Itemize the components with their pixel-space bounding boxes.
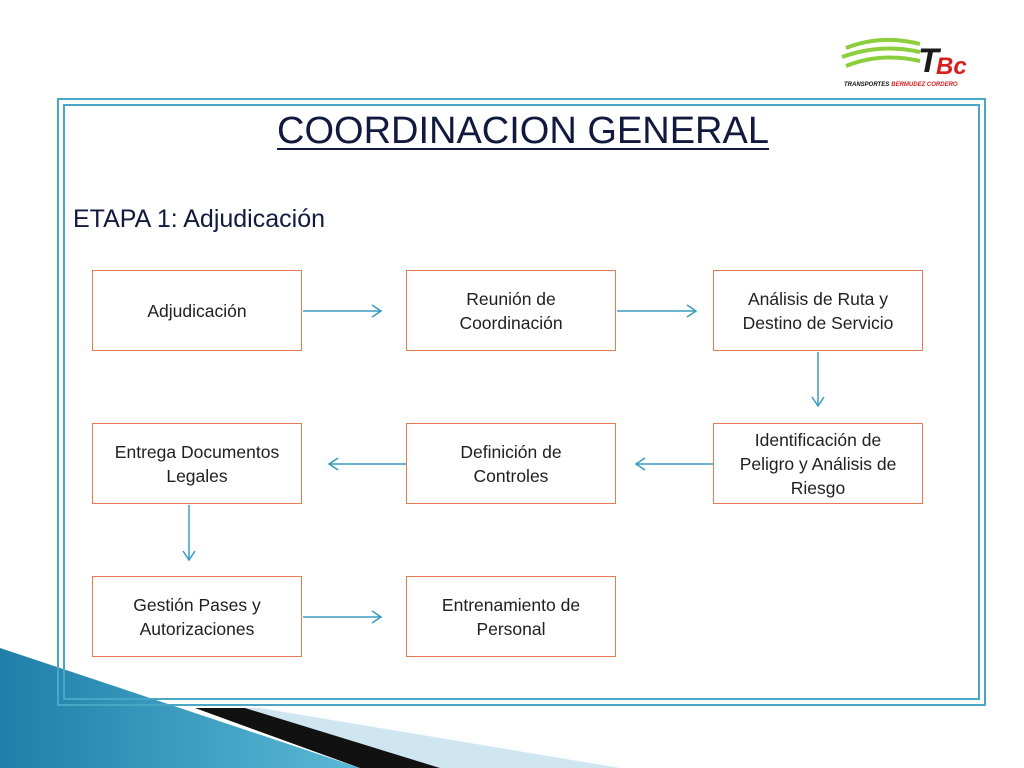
step-box-gestion-pases: Gestión Pases y Autorizaciones [92,576,302,657]
slide-title: COORDINACION GENERAL [277,110,769,152]
arrow-right-2 [617,304,698,318]
step-box-identificacion-peligro: Identificación de Peligro y Análisis de … [713,423,923,504]
arrow-down-2 [182,505,196,562]
step-box-adjudicacion: Adjudicación [92,270,302,351]
arrow-down-1 [811,352,825,408]
arrow-right-3 [303,610,383,624]
slide-subtitle: ETAPA 1: Adjudicación [73,205,326,233]
slide-frame-outer [57,98,986,706]
step-box-reunion-coordinacion: Reunión de Coordinación [406,270,616,351]
arrow-right-1 [303,304,383,318]
slide-frame-inner [63,104,980,700]
svg-text:T: T [918,42,942,80]
step-box-analisis-ruta: Análisis de Ruta y Destino de Servicio [713,270,923,351]
step-box-entrega-documentos: Entrega Documentos Legales [92,423,302,504]
arrow-left-2 [327,457,406,471]
arrow-left-1 [634,457,713,471]
step-box-definicion-controles: Definición de Controles [406,423,616,504]
svg-text:Bc: Bc [936,53,967,80]
step-box-entrenamiento-personal: Entrenamiento de Personal [406,576,616,657]
